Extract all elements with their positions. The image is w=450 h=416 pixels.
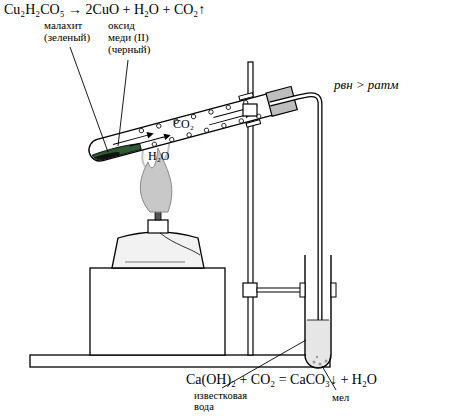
water-label: H₂O bbox=[148, 150, 170, 163]
gas-label: CO₂ bbox=[173, 118, 194, 131]
heated-test-tube bbox=[85, 83, 298, 169]
leader-line bbox=[70, 47, 108, 152]
reaction-equation: Cu₂H₂CO₅ → 2CuO + H₂O + CO₂↑ bbox=[4, 2, 205, 17]
substance-label: мел bbox=[332, 392, 349, 404]
pressure-label: pвн > pатм bbox=[334, 78, 399, 92]
lamp-support bbox=[90, 268, 225, 355]
stand-base bbox=[30, 355, 330, 367]
substance-label: оксид меди (II) (черный) bbox=[108, 20, 158, 56]
spirit-lamp bbox=[112, 232, 204, 268]
flame bbox=[140, 148, 171, 212]
receiving-test-tube bbox=[305, 255, 331, 368]
copper-oxide bbox=[94, 151, 120, 162]
lime-water bbox=[306, 320, 330, 367]
substance-label: малахит (зеленый) bbox=[44, 20, 102, 44]
reaction-equation: Ca(OH)₂ + CO₂ = CaCO₃↓ + H₂O bbox=[186, 372, 377, 387]
clamp-boss bbox=[243, 104, 257, 116]
lamp-neck bbox=[148, 220, 168, 233]
gas-tube bbox=[270, 95, 320, 350]
leader-line bbox=[118, 60, 128, 146]
substance-label: известковая вода bbox=[194, 390, 260, 413]
